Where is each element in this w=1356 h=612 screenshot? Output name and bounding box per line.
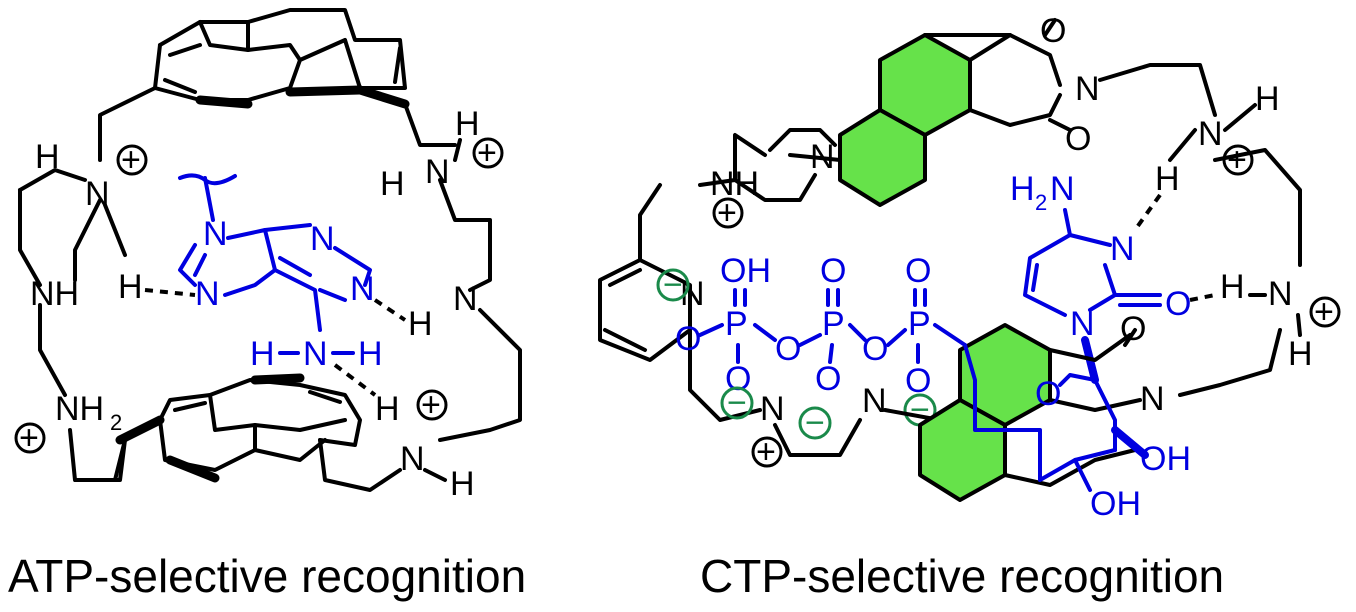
o-label: O bbox=[815, 360, 841, 398]
ribose-guest: O OH OH bbox=[963, 343, 1191, 523]
svg-text:−: − bbox=[727, 384, 747, 422]
n-label: N bbox=[1140, 380, 1165, 418]
oh-label: OH bbox=[1140, 440, 1191, 478]
h-label: H bbox=[1010, 170, 1035, 208]
minus-charge: − bbox=[656, 266, 690, 304]
o-label: O bbox=[1165, 285, 1191, 323]
subscript-label: 2 bbox=[1035, 190, 1047, 215]
n-label: N bbox=[400, 440, 425, 478]
h-label: H bbox=[358, 335, 383, 373]
top-pyrene bbox=[153, 8, 410, 109]
h-label: H bbox=[455, 105, 480, 143]
left-caption: ATP-selective recognition bbox=[8, 550, 526, 602]
svg-text:+: + bbox=[121, 141, 141, 179]
h-label: H bbox=[375, 390, 400, 428]
svg-text:−: − bbox=[805, 404, 825, 442]
svg-text:+: + bbox=[756, 433, 776, 471]
n-label: N bbox=[1075, 70, 1100, 108]
h-label: H bbox=[1288, 335, 1313, 373]
ctp-host-structure: O O N N NH + N H N H bbox=[598, 12, 1341, 523]
o-label: O bbox=[1065, 120, 1091, 158]
minus-charge: − bbox=[720, 384, 754, 422]
triphosphate-guest: OH O P O O O P O O O P O bbox=[675, 252, 967, 400]
o-label: O bbox=[1040, 12, 1066, 50]
plus-charge: + bbox=[416, 386, 448, 424]
plus-charge: + bbox=[751, 433, 783, 471]
o-label: O bbox=[820, 252, 846, 290]
n-label: N bbox=[1110, 230, 1135, 268]
nh-label: NH bbox=[710, 165, 759, 203]
h-label: H bbox=[1255, 80, 1280, 118]
n-label: N bbox=[453, 280, 478, 318]
plus-charge: + bbox=[712, 194, 744, 232]
svg-text:−: − bbox=[663, 266, 683, 304]
h-hbond-label: H bbox=[118, 268, 143, 306]
p-label: P bbox=[908, 305, 931, 343]
n-label: N bbox=[760, 390, 785, 428]
plus-charge: + bbox=[14, 419, 46, 457]
pyridine-ring bbox=[598, 258, 762, 422]
nh2-label: NH bbox=[55, 390, 104, 428]
h-label: H bbox=[408, 305, 433, 343]
p-label: P bbox=[725, 305, 748, 343]
h-label: H bbox=[380, 165, 405, 203]
svg-text:+: + bbox=[477, 134, 497, 172]
h-label: H bbox=[35, 138, 60, 176]
plus-charge: + bbox=[1222, 141, 1254, 179]
n-label: N bbox=[810, 138, 835, 176]
h-label: H bbox=[1155, 160, 1180, 198]
n-label: N bbox=[1070, 305, 1095, 343]
p-label: P bbox=[822, 305, 845, 343]
bottom-pyrene bbox=[113, 373, 362, 483]
n-label: N bbox=[310, 220, 335, 258]
oh-label: OH bbox=[720, 252, 771, 290]
plus-charge: + bbox=[1309, 293, 1341, 331]
svg-text:+: + bbox=[717, 194, 737, 232]
n-label: N bbox=[1198, 115, 1223, 153]
o-label: O bbox=[1035, 375, 1061, 413]
o-label: O bbox=[1120, 310, 1146, 348]
h-label: H bbox=[450, 465, 475, 503]
o-label: O bbox=[675, 320, 701, 358]
svg-text:+: + bbox=[19, 419, 39, 457]
n-label: N bbox=[350, 270, 375, 308]
oh-label: OH bbox=[1090, 485, 1141, 523]
n-label: N bbox=[195, 275, 220, 313]
o-label: O bbox=[905, 252, 931, 290]
n-label: N bbox=[862, 382, 887, 420]
piperazine-ring bbox=[638, 128, 837, 262]
svg-text:+: + bbox=[1227, 141, 1247, 179]
nh-label: NH bbox=[30, 275, 79, 313]
n-label: N bbox=[303, 335, 328, 373]
svg-text:+: + bbox=[1314, 293, 1334, 331]
o-label: O bbox=[862, 330, 888, 368]
n-label: N bbox=[1268, 275, 1293, 313]
cytosine-guest: H 2 N N O N bbox=[1010, 170, 1191, 384]
minus-charge: − bbox=[798, 404, 832, 442]
nh2-subscript: 2 bbox=[110, 410, 122, 435]
n-label: N bbox=[1050, 170, 1075, 208]
macrocycle-chains bbox=[18, 86, 522, 492]
h-label: H bbox=[1220, 268, 1245, 306]
n-label: N bbox=[85, 175, 110, 213]
h-label: H bbox=[250, 335, 275, 373]
bottom-naphthalimide bbox=[918, 323, 1142, 502]
o-label: O bbox=[775, 330, 801, 368]
n-label: N bbox=[425, 153, 450, 191]
plus-charge: + bbox=[472, 134, 504, 172]
top-naphthalimide bbox=[788, 18, 1217, 207]
right-caption: CTP-selective recognition bbox=[700, 550, 1224, 602]
adenine-guest: N N N N H N H bbox=[178, 173, 383, 373]
plus-charge: + bbox=[116, 141, 148, 179]
n-label: N bbox=[203, 215, 228, 253]
atp-host-structure: H N NH NH 2 H H H N H N H N H + + + + bbox=[14, 8, 522, 503]
svg-text:+: + bbox=[421, 386, 441, 424]
svg-text:−: − bbox=[910, 391, 930, 429]
